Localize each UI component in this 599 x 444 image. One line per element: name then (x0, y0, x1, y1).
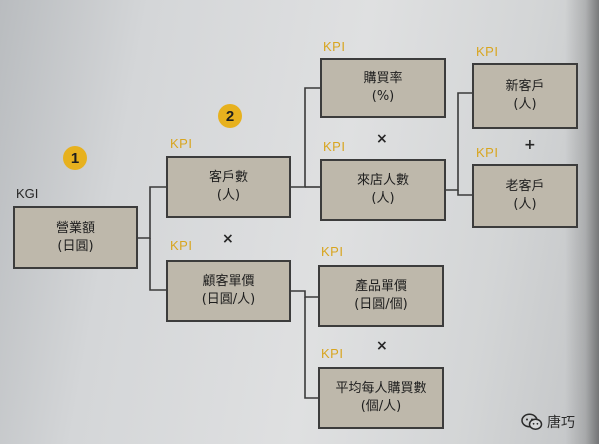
wechat-icon (521, 413, 543, 430)
kpi-label-avg-items: KPI (321, 346, 344, 361)
kpi-label-unit-price: KPI (170, 238, 193, 253)
kpi-label-product-price: KPI (321, 244, 344, 259)
kpi-label-purchase-rate: KPI (323, 39, 346, 54)
node-avg-items-unit: (個/人) (360, 399, 402, 414)
node-product-price-unit: (日圓/個) (354, 297, 408, 312)
node-product-price: 產品單價 (日圓/個) (318, 265, 444, 327)
node-revenue-title: 營業額 (55, 220, 95, 236)
node-new-customers: 新客戶 (人) (472, 63, 578, 129)
node-unit-price: 顧客單價 (日圓/人) (166, 260, 291, 322)
node-visitors-title: 來店人數 (356, 173, 409, 188)
node-customers-title: 客戶數 (208, 170, 248, 185)
node-customers: 客戶數 (人) (166, 156, 291, 218)
node-purchase-rate-title: 購買率 (363, 71, 403, 86)
watermark-text: 唐巧 (547, 415, 575, 431)
step-badge-2: 2 (218, 104, 242, 128)
step-badge-1: 1 (63, 146, 87, 170)
node-old-customers-unit: (人) (513, 197, 537, 212)
node-old-customers-title: 老客戶 (505, 179, 545, 194)
node-unit-price-unit: (日圓/人) (201, 292, 256, 307)
kgi-label: KGI (16, 186, 39, 201)
node-new-customers-unit: (人) (513, 97, 537, 112)
kpi-label-old-customers: KPI (476, 145, 499, 160)
node-new-customers-title: 新客戶 (505, 79, 545, 94)
watermark: 唐巧 (521, 412, 575, 432)
times-operator-unit-price: × (376, 338, 388, 354)
node-purchase-rate-unit: (%) (371, 89, 395, 104)
node-old-customers: 老客戶 (人) (472, 164, 578, 228)
node-customers-unit: (人) (216, 188, 241, 203)
kpi-label-visitors: KPI (323, 139, 346, 154)
times-operator-level2: × (222, 231, 234, 247)
node-visitors: 來店人數 (人) (320, 159, 446, 221)
kpi-label-new-customers: KPI (476, 44, 499, 59)
node-product-price-title: 產品單價 (354, 279, 407, 294)
node-visitors-unit: (人) (371, 191, 395, 206)
node-revenue-unit: (日圓) (57, 238, 94, 254)
node-avg-items: 平均每人購買數 (個/人) (318, 367, 444, 429)
node-unit-price-title: 顧客單價 (202, 274, 255, 289)
kpi-label-customers: KPI (170, 136, 193, 151)
node-purchase-rate: 購買率 (%) (320, 58, 446, 118)
node-revenue: 營業額 (日圓) (13, 206, 138, 269)
node-avg-items-title: 平均每人購買數 (335, 381, 427, 396)
times-operator-customers: × (376, 131, 388, 147)
plus-operator-visitors: + (524, 137, 536, 153)
